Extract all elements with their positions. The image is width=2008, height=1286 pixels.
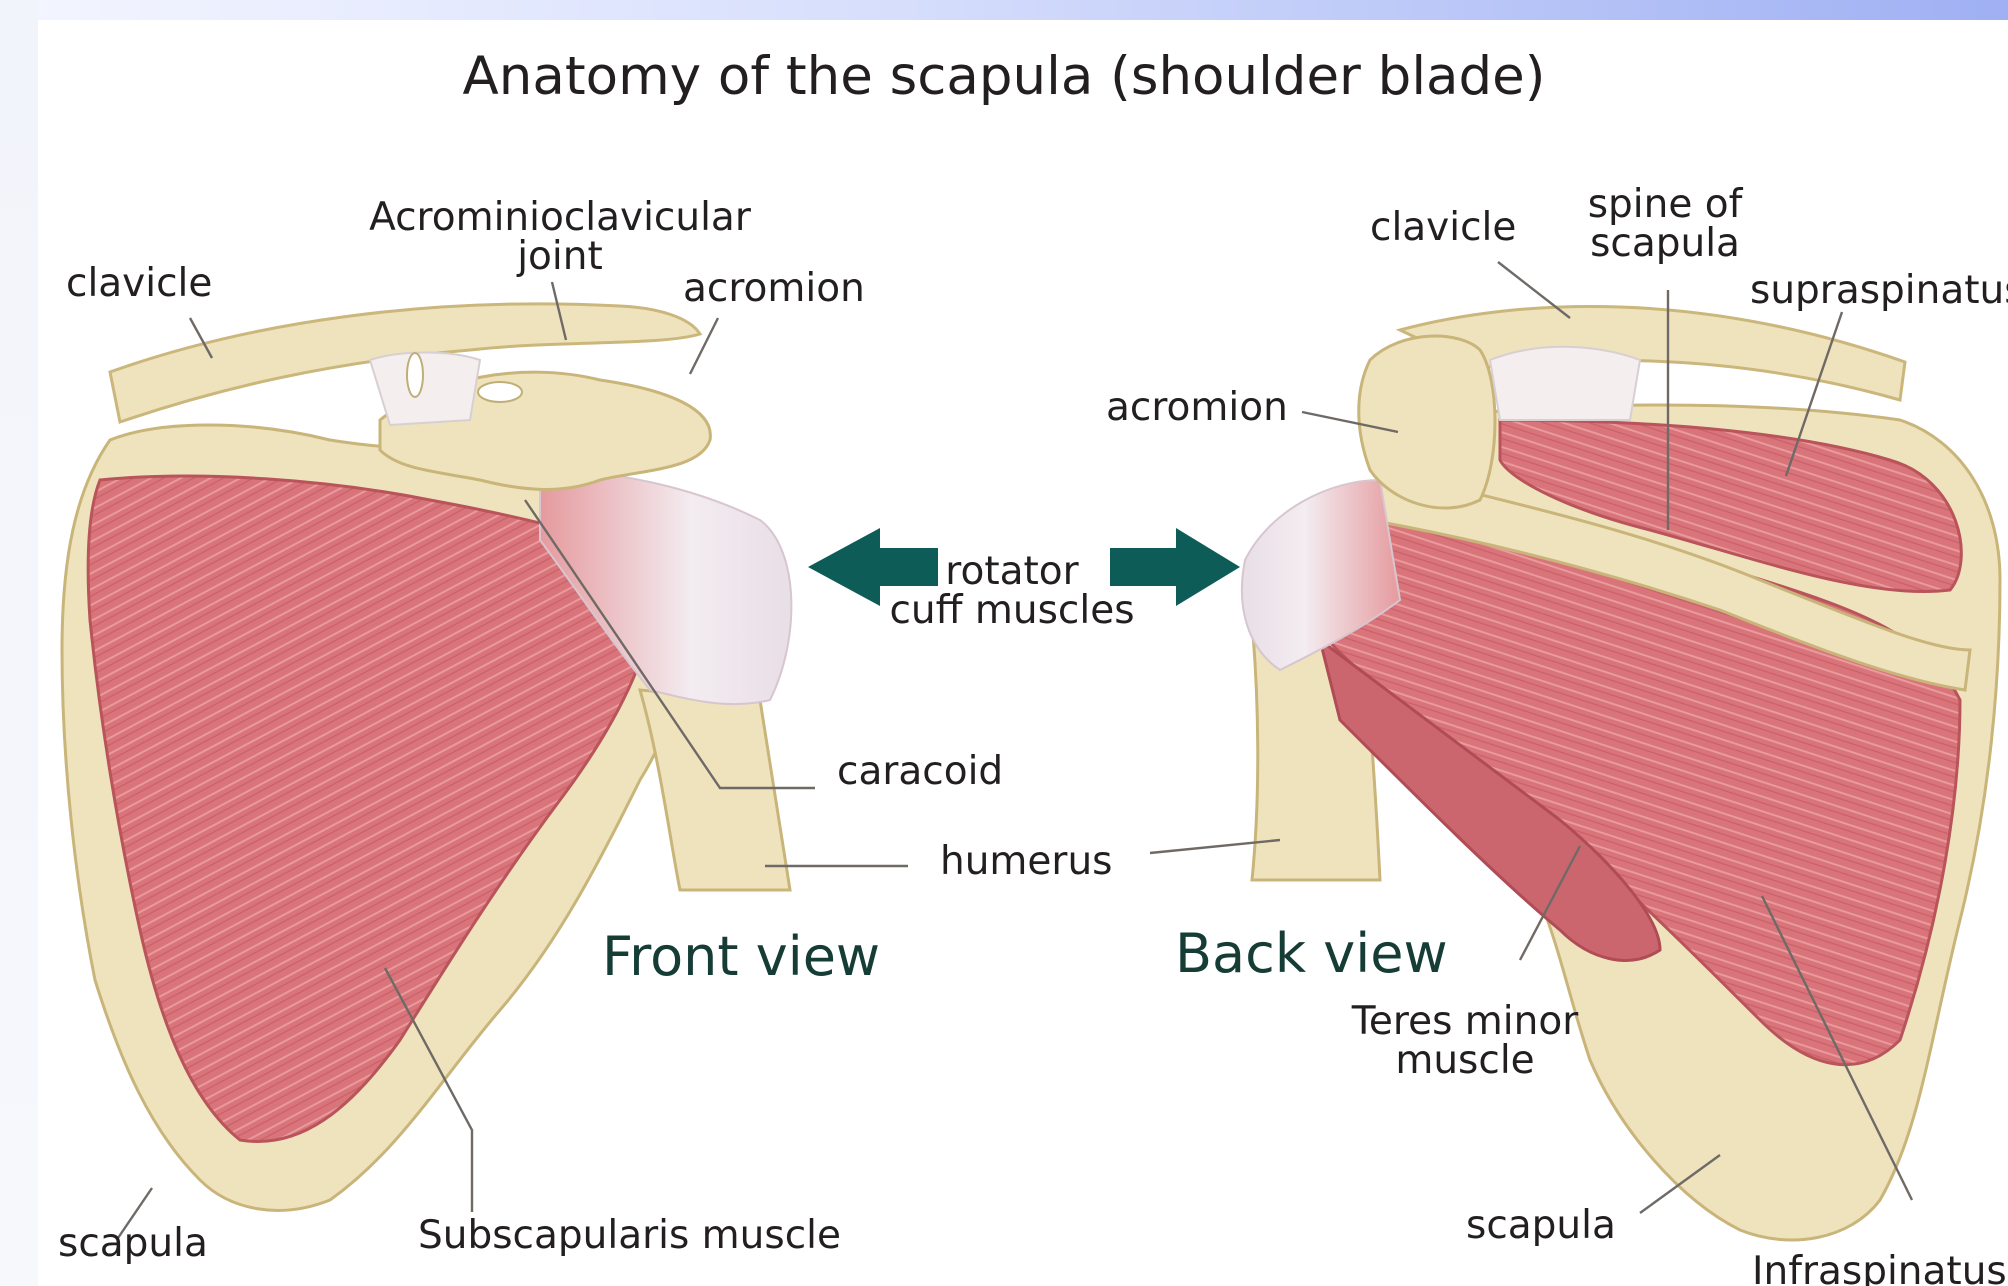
diagram-title: Anatomy of the scapula (shoulder blade) [0,46,2008,107]
back-acromion-label: acromion [1106,388,1288,427]
back-spine-of-scapula-label: spine of scapula [1560,185,1770,263]
humerus-label: humerus [940,842,1113,881]
back-scapula-label: scapula [1466,1206,1616,1245]
front-view-label: Front view [602,925,880,988]
back-view-illustration [1242,306,2000,1240]
front-humerus-bone [640,690,790,890]
front-ac-joint-label: Acrominioclavicular joint [360,198,760,276]
rotator-cuff-label: rotator cuff muscles [862,552,1162,630]
spine-line1: spine of [1560,185,1770,224]
front-scapula-label: scapula [58,1224,208,1263]
back-view-label: Back view [1175,922,1448,985]
back-infraspinatus-label: Infraspinatus [1752,1252,2007,1286]
front-view-illustration [62,304,791,1211]
back-acromion-bone [1359,336,1495,508]
front-acromion-label: acromion [683,269,865,308]
front-ligament [370,353,480,426]
back-teres-minor-label: Teres minor muscle [1330,1002,1600,1080]
front-caracoid-label: caracoid [837,752,1003,791]
back-supraspinatus-label: supraspinatus [1750,271,2008,310]
front-ac-joint-line1: Acrominioclavicular [360,198,760,237]
spine-line2: scapula [1560,224,1770,263]
teres-line2: muscle [1330,1041,1600,1080]
teres-line1: Teres minor [1330,1002,1600,1041]
front-joint-gap [407,353,423,397]
rotator-line2: cuff muscles [862,591,1162,630]
front-joint-gap-2 [478,382,522,402]
back-clavicle-label: clavicle [1370,208,1516,247]
front-subscapularis-label: Subscapularis muscle [418,1216,841,1255]
front-clavicle-label: clavicle [66,264,212,303]
rotator-line1: rotator [862,552,1162,591]
back-ligament [1490,347,1640,420]
